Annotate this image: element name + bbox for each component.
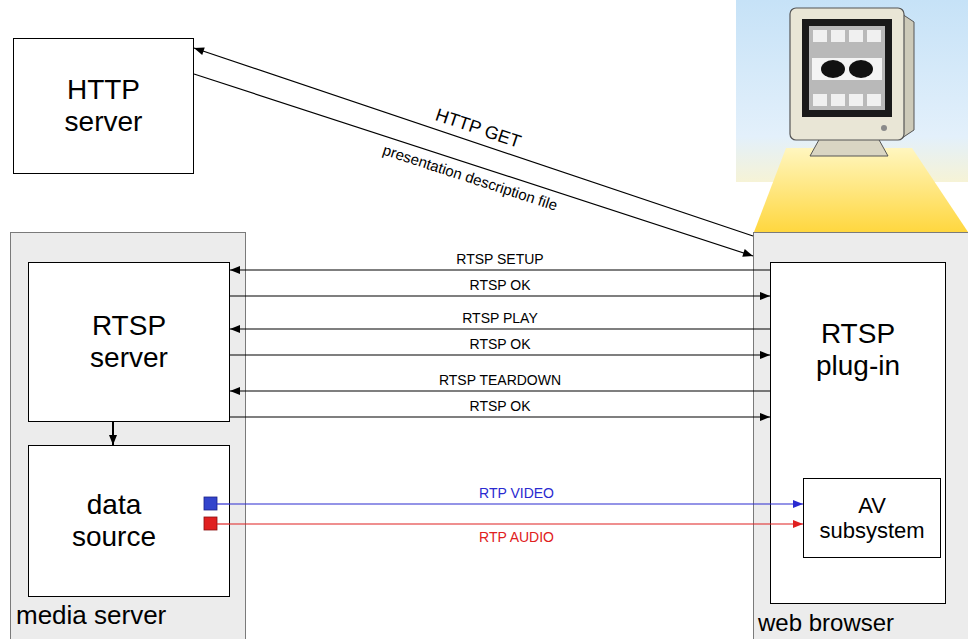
edge-label: RTSP OK: [470, 400, 531, 415]
connector-arrow: [230, 351, 770, 359]
host-box: web browser RTSP plug-in AV subsystem: [753, 232, 968, 639]
connector-arrow: [230, 292, 770, 300]
connector-arrow: [230, 325, 770, 333]
port-stub: [217, 523, 230, 524]
connector-arrow: [230, 520, 803, 528]
arrow-head: [109, 435, 117, 445]
edge-label: RTP AUDIO: [479, 530, 554, 545]
power-button: [881, 125, 887, 131]
arrow-head: [742, 249, 753, 257]
connector-line: [230, 416, 770, 417]
node-label: media server: [16, 601, 166, 631]
arrow-head: [760, 292, 770, 300]
label-anchor: presentation description file: [470, 177, 653, 195]
connector-arrow: [194, 47, 753, 236]
server-box: RTSP server: [28, 262, 230, 422]
connector-line: [230, 503, 803, 504]
monitor-casing: [790, 8, 904, 140]
connector-line: [230, 390, 770, 391]
arrow-head: [230, 387, 240, 395]
edge-label: RTSP PLAY: [462, 312, 537, 327]
node-label: RTSP server: [73, 310, 185, 374]
edge-label: RTSP OK: [470, 338, 531, 353]
edge-label: HTTP GET: [433, 105, 523, 152]
connector-line: [194, 74, 753, 256]
screen-shape: [849, 60, 873, 78]
sky-glow: [736, 0, 968, 182]
screen-detail: [813, 94, 827, 106]
connector-arrow: [230, 413, 770, 421]
label-anchor: RTP AUDIO: [517, 536, 592, 554]
screen-detail: [813, 30, 827, 42]
edge-label: RTSP OK: [470, 279, 531, 294]
arrow-head: [230, 266, 240, 274]
label-anchor: HTTP GET: [478, 129, 567, 149]
screen-detail: [867, 94, 881, 106]
edge-label: RTSP TEARDOWN: [439, 374, 561, 389]
connector-line: [230, 354, 770, 355]
label-anchor: RTSP OK: [500, 405, 561, 423]
audio-port: [204, 517, 217, 530]
connector-arrow: [230, 387, 770, 395]
connector-arrow: [194, 74, 753, 257]
label-anchor: RTSP SETUP: [500, 258, 587, 276]
arrow-head: [760, 413, 770, 421]
video-port: [204, 497, 217, 510]
connector-arrow: [230, 500, 803, 508]
arrow-head: [760, 351, 770, 359]
screen-detail: [849, 94, 863, 106]
arrow-head: [230, 325, 240, 333]
source-box: data source: [28, 445, 230, 597]
label-anchor: RTSP PLAY: [500, 317, 575, 335]
node-label: data source: [58, 489, 170, 553]
node-label: HTTP server: [48, 74, 160, 138]
screen-detail: [831, 30, 845, 42]
connector-line: [230, 269, 770, 270]
screen-detail: [831, 94, 845, 106]
port-stub: [217, 503, 230, 504]
screen-detail: [867, 30, 881, 42]
node-label: RTSP plug-in: [793, 318, 923, 382]
label-anchor: RTP VIDEO: [517, 492, 592, 510]
connector-line: [112, 422, 114, 445]
connector-line: [194, 48, 753, 236]
connector-arrow: [109, 422, 117, 445]
monitor-screen: [802, 19, 892, 117]
screen-picture: [809, 26, 885, 110]
arrow-head: [793, 500, 803, 508]
plugin-box: RTSP plug-in AV subsystem: [770, 262, 946, 604]
edge-label: RTSP SETUP: [456, 253, 543, 268]
connector-line: [230, 523, 803, 524]
screen-detail: [849, 30, 863, 42]
arrow-head: [793, 520, 803, 528]
label-anchor: RTSP OK: [500, 284, 561, 302]
light-beam: [754, 148, 968, 232]
server-box: HTTP server: [13, 38, 194, 174]
subsystem-box: AV subsystem: [803, 478, 941, 558]
arrow-head: [194, 47, 205, 55]
connector-arrow: [230, 266, 770, 274]
monitor-stand: [810, 138, 888, 156]
node-label: web browser: [758, 609, 894, 637]
connector-line: [230, 295, 770, 296]
node-label: AV subsystem: [813, 493, 931, 544]
connector-line: [230, 328, 770, 329]
edge-label: RTP VIDEO: [479, 487, 554, 502]
edge-label: presentation description file: [380, 142, 559, 214]
screen-shape: [821, 60, 845, 78]
screen-band: [812, 58, 882, 80]
label-anchor: RTSP TEARDOWN: [500, 379, 622, 397]
label-anchor: RTSP OK: [500, 343, 561, 361]
host-box: media server RTSP server data source: [10, 232, 246, 639]
